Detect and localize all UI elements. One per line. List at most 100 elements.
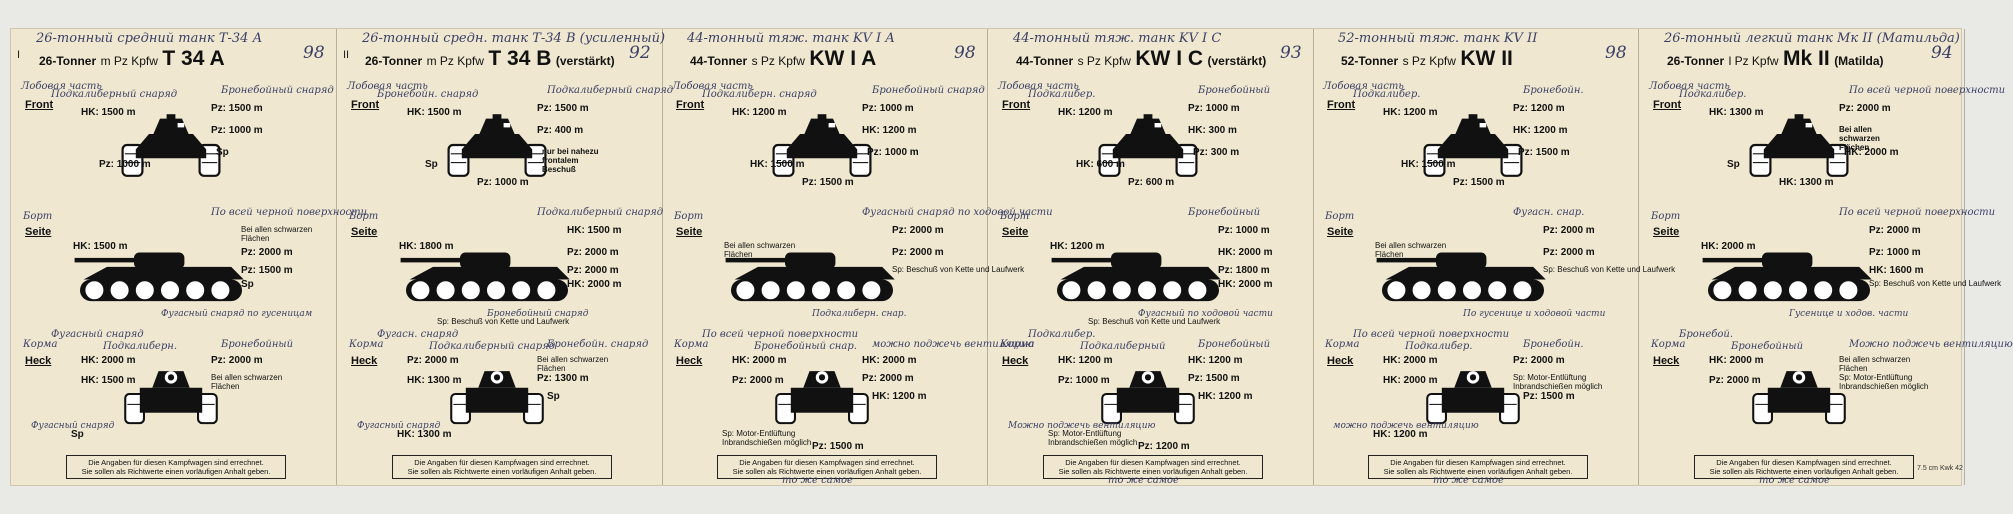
section-rear: Heck [25,355,52,367]
hand-rear-label: Корма [23,339,58,350]
rear-hk1: HK: 2000 m [732,355,787,366]
handwritten-title: 44-тонный тяж. танк KV I A [687,31,895,46]
hand-rear-label: Корма [1325,339,1360,350]
section-rear: Heck [1653,355,1680,367]
hand-side-label: Борт [1651,211,1681,222]
front-pz3: Pz: 600 m [1128,177,1175,188]
rear-pz1: Pz: 2000 m [1709,375,1761,386]
rear-hk2: HK: 1500 m [81,375,136,386]
front-pz3: Pz: 1500 m [802,177,854,188]
front-pz1: Pz: 2000 m [1839,103,1891,114]
hand-rear-label: Корма [349,339,384,350]
tank-suffix: (Matilda) [1834,54,1884,68]
section-side: Seite [1327,226,1354,238]
section-side: Seite [1002,226,1029,238]
section-rear: Heck [1327,355,1354,367]
hand-note-e: Гусенице и ходов. части [1789,309,1909,319]
rear-pz1: Pz: 2000 m [1513,355,1565,366]
tank-side-drawing [1699,247,1879,308]
section-front: Front [351,99,380,111]
tank-rear-drawing [119,357,223,436]
hand-note-c: По всей черной поверхности [702,329,859,340]
rear-hk3: HK: 1200 m [872,391,927,402]
tank-side-drawing [1373,247,1553,308]
side-pz1: Pz: 2000 m [1543,225,1595,236]
side-hk1: HK: 2000 m [1701,241,1756,252]
front-hk3: HK: 600 m [1076,159,1125,170]
hand-note-e: По гусенице и ходовой части [1463,309,1606,319]
tank-rear-drawing [1096,357,1200,436]
front-pz1: Pz: 1500 m [537,103,589,114]
side-note: Bei allen schwarzen Flächen [1375,241,1447,259]
front-pz2: Pz: 1500 m [1518,147,1570,158]
hand-side-label: Борт [23,211,53,222]
front-hk3: HK: 1500 m [750,159,805,170]
front-pz2: Pz: 1000 m [867,147,919,158]
section-front: Front [1653,99,1682,111]
panel-6: 26-тонный легкий танк Мк II (Матильда)26… [1639,29,2013,486]
side-pz2: Pz: 2000 m [567,265,619,276]
tank-suffix: (verstärkt) [555,54,615,68]
hand-front-label: Лобовая часть [998,81,1079,92]
printed-title: 52-Tonner s Pz Kpfw KW II [1341,47,1513,71]
hand-note-f: Бронебойный снар. [754,341,857,352]
tank-side-drawing [1048,247,1228,308]
tank-front-drawing [1418,107,1528,188]
side-pz1: Pz: 1000 m [1218,225,1270,236]
hand-note-e: Фугасный по ходовой части [1138,309,1273,319]
hand-note-e: Фугасный снаряд по гусеницам [161,309,313,319]
hand-note-h: можно поджечь вентиляцию [1333,421,1479,431]
tank-class: 52-Tonner [1341,54,1399,68]
roman-numeral: I [17,49,21,61]
side-hk3: HK: 2000 m [1218,279,1273,290]
tank-suffix: (verstärkt) [1207,54,1267,68]
front-pz3: Pz: 1000 m [99,159,151,170]
rear-hk1: HK: 1300 m [407,375,462,386]
side-sp_note: Sp: Beschuß von Kette und Laufwerk [892,265,1025,274]
rear-hk2: HK: 1300 m [397,429,452,440]
front-pz3: Pz: 1000 m [477,177,529,188]
hand-note-c: Фугасный снаряд [51,329,144,340]
footer-line2: Sie sollen als Richtwerte einen vorläufi… [1058,467,1248,476]
rear-pz2: Pz: 1500 m [1188,373,1240,384]
panel-2: 26-тонный средн. танк Т-34 В (усиленный)… [337,29,673,485]
tank-class: 26-Tonner [365,54,423,68]
side-pz2: Pz: 1000 m [1869,247,1921,258]
hand-side-label: Борт [1000,211,1030,222]
rear-hk1: HK: 2000 m [81,355,136,366]
section-side: Seite [25,226,52,238]
front-hk1: HK: 1500 m [407,107,462,118]
hand-note-h: Фугасный снаряд [31,421,115,431]
hand-note-b: Подкалиберный снаряд [547,85,674,96]
page-number: 94 [1931,43,1953,63]
footer-line2: Sie sollen als Richtwerte einen vorläufi… [1383,467,1573,476]
tank-rear-drawing [1747,357,1851,436]
hand-note-a: Подкалибер. [1679,89,1747,100]
hand-note-b: Бронебойный снаряд [872,85,985,96]
hand-side-label: Борт [349,211,379,222]
footer-line1: Die Angaben für diesen Kampfwagen sind e… [1065,458,1241,467]
side-hk2: HK: 1500 m [567,225,622,236]
front-sp: Sp [425,159,438,170]
rear-pz2: Pz: 1300 m [537,373,589,384]
side-pz2: Pz: 1500 m [241,265,293,276]
front-hk2: HK: 2000 m [1844,147,1899,158]
tank-front-drawing [767,107,877,188]
front-pz3: Pz: 1500 m [1453,177,1505,188]
rear-hk2: HK: 2000 m [1383,375,1438,386]
hand-note-c: Фугасн. снаряд [377,329,459,340]
hand-note-g: Бронебойный [221,339,294,350]
rear-note: Bei allen schwarzen Flächen [1839,355,1911,373]
footer-line1: Die Angaben für diesen Kampfwagen sind e… [739,458,915,467]
footer-box: Die Angaben für diesen Kampfwagen sind e… [66,455,286,479]
section-front: Front [25,99,54,111]
front-hk2: HK: 1200 m [1513,125,1568,136]
hand-note-a: Подкалибер. [1353,89,1421,100]
tank-side-drawing [722,247,902,308]
hand-note-b: По всей черной поверхности [1849,85,2006,96]
section-rear: Heck [351,355,378,367]
front-pz1: Pz: 1500 m [211,103,263,114]
printed-title: 44-Tonner s Pz Kpfw KW I C (verstärkt) [1016,47,1266,71]
hand-rear-label: Корма [1000,339,1035,350]
